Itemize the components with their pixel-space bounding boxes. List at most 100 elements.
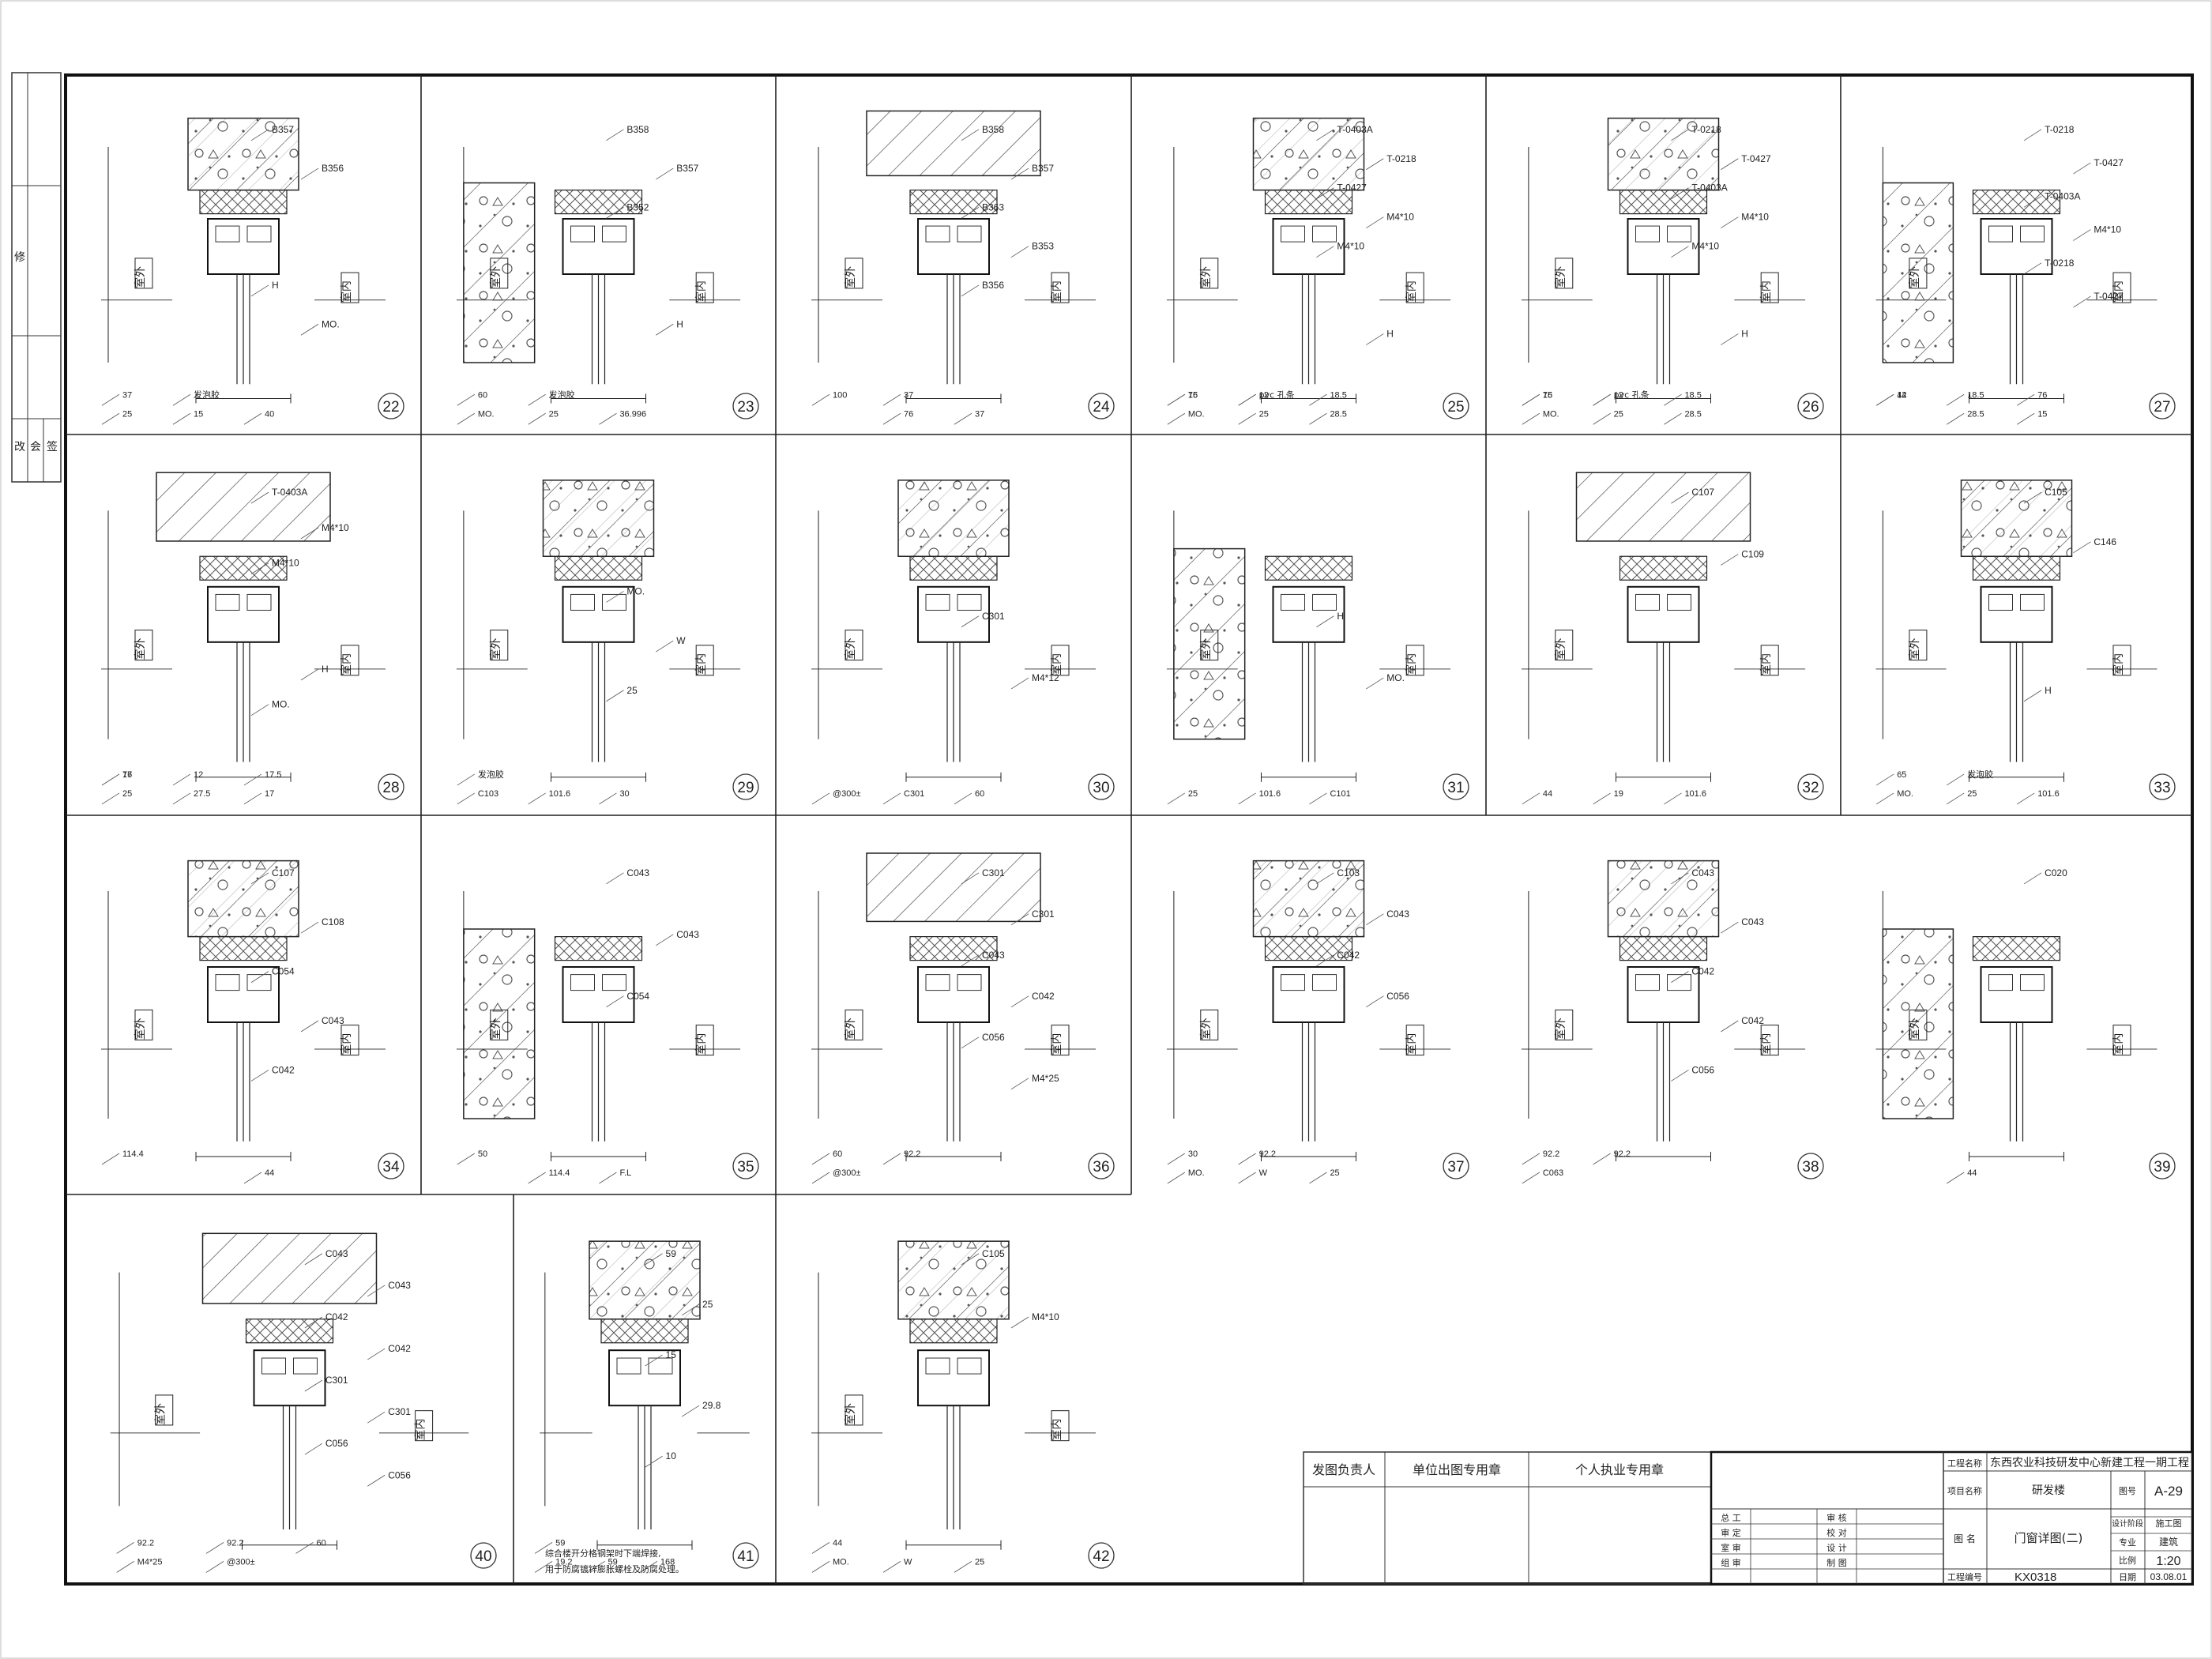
detail-26-side-label: 室外 bbox=[1554, 266, 1567, 288]
detail-23-label: B357 bbox=[676, 163, 698, 174]
detail-22-label: 37 bbox=[122, 390, 132, 400]
detail-number: 41 bbox=[737, 1548, 754, 1565]
detail-29-label: 30 bbox=[619, 789, 629, 799]
detail-41-label: 25 bbox=[702, 1299, 713, 1310]
detail-37-label: C103 bbox=[1337, 867, 1360, 878]
detail-35-label: 50 bbox=[478, 1149, 487, 1159]
detail-28-label: 76 bbox=[122, 770, 132, 780]
detail-37-side-label: 室内 bbox=[1405, 1033, 1418, 1055]
detail-number-circle bbox=[732, 773, 759, 800]
detail-40-label: @300± bbox=[227, 1557, 255, 1567]
detail-26-label: M4*10 bbox=[1741, 212, 1769, 223]
detail-41-label: 59 bbox=[666, 1248, 677, 1259]
detail-24-label: 76 bbox=[904, 409, 913, 419]
detail-42-side-label: 室外 bbox=[844, 1403, 857, 1425]
detail-27-label: 18.5 bbox=[1967, 390, 1984, 400]
detail-22-label: 发泡胶 bbox=[194, 389, 220, 400]
detail-33-side-label: 室内 bbox=[2112, 653, 2125, 675]
detail-31-label: 101.6 bbox=[1259, 789, 1281, 799]
detail-34-label: C043 bbox=[322, 1015, 344, 1026]
detail-26-label: 15 bbox=[1543, 390, 1552, 400]
border-frame bbox=[64, 73, 2194, 1586]
detail-27-label: 15 bbox=[2037, 409, 2047, 419]
sign-label-1a: 总 工 bbox=[1721, 1512, 1741, 1523]
detail-33-label: 25 bbox=[1967, 789, 1977, 799]
detail-40-label: C042 bbox=[388, 1343, 411, 1354]
detail-42-side-label: 室内 bbox=[1050, 1419, 1063, 1441]
detail-42-label: 25 bbox=[975, 1557, 984, 1567]
detail-32-side-label: 室内 bbox=[1759, 653, 1773, 675]
detail-25-side-label: 室内 bbox=[1405, 280, 1418, 303]
detail-25-label: 18.5 bbox=[1330, 390, 1346, 400]
detail-26-label: 25 bbox=[1614, 409, 1623, 419]
detail-24-label: B358 bbox=[982, 124, 1004, 135]
detail-40-label: 92.2 bbox=[227, 1538, 243, 1548]
sign-label-1b: 审 核 bbox=[1826, 1512, 1847, 1523]
detail-42-label: C105 bbox=[982, 1248, 1005, 1259]
detail-number: 36 bbox=[1093, 1159, 1109, 1176]
detail-number-circle bbox=[2149, 773, 2176, 800]
detail-40-label: C301 bbox=[388, 1406, 411, 1417]
detail-32-side-label: 室外 bbox=[1554, 638, 1567, 660]
sign-label-3a: 室 审 bbox=[1721, 1542, 1741, 1553]
detail-28-label: M4*10 bbox=[272, 558, 299, 569]
detail-31-label: H bbox=[1337, 611, 1344, 622]
detail-number-circle bbox=[732, 1153, 759, 1179]
detail-number: 40 bbox=[475, 1548, 491, 1565]
detail-22-label: MO. bbox=[322, 318, 340, 329]
detail-29-label: W bbox=[676, 635, 686, 646]
detail-23-label: B358 bbox=[626, 124, 649, 135]
detail-number: 23 bbox=[737, 399, 754, 416]
detail-27-label: 76 bbox=[2037, 390, 2047, 400]
detail-23-side-label: 室外 bbox=[489, 266, 502, 288]
detail-24-side-label: 室外 bbox=[844, 266, 857, 288]
note-41-line-2: 用于防腐镀锌膨胀螺栓及防腐处理。 bbox=[545, 1563, 684, 1574]
detail-36-label: M4*25 bbox=[1032, 1073, 1059, 1084]
detail-34-label: C107 bbox=[272, 867, 295, 878]
detail-41-label: 29.8 bbox=[702, 1400, 721, 1411]
detail-38-label: C043 bbox=[1741, 916, 1764, 927]
detail-25-label: pvc 孔条 bbox=[1259, 389, 1295, 400]
detail-40-label: C043 bbox=[325, 1248, 348, 1259]
detail-26-side-label: 室内 bbox=[1759, 280, 1773, 303]
detail-36-label: C042 bbox=[1032, 991, 1055, 1002]
detail-37-label: 92.2 bbox=[1259, 1149, 1276, 1159]
detail-28-label: 17.5 bbox=[265, 770, 281, 780]
detail-24-label: B353 bbox=[1032, 241, 1054, 252]
detail-26-label: M4*10 bbox=[1691, 241, 1719, 252]
detail-28-label: 17 bbox=[122, 770, 132, 780]
detail-30-side-label: 室内 bbox=[1050, 653, 1063, 675]
date-label: 日期 bbox=[2119, 1572, 2136, 1582]
drawing-name: 门窗详图(二) bbox=[2014, 1531, 2083, 1545]
detail-30-label: M4*12 bbox=[1032, 672, 1059, 683]
detail-29-side-label: 室内 bbox=[694, 653, 708, 675]
detail-35-label: F.L bbox=[619, 1168, 631, 1178]
detail-number-circle bbox=[1088, 1542, 1115, 1569]
detail-22-label: B357 bbox=[272, 124, 294, 135]
detail-33-label: 101.6 bbox=[2037, 789, 2060, 799]
detail-number: 31 bbox=[1447, 780, 1464, 796]
detail-42-label: 44 bbox=[833, 1538, 842, 1548]
binding-label-4: 签 bbox=[47, 440, 58, 453]
detail-29-label: 发泡胶 bbox=[478, 769, 504, 780]
detail-number: 24 bbox=[1093, 399, 1110, 416]
detail-24-label: B357 bbox=[1032, 163, 1054, 174]
detail-27-label: 28.5 bbox=[1967, 409, 1984, 419]
detail-27-side-label: 室内 bbox=[2112, 280, 2125, 303]
stamp-issuer-label: 发图负责人 bbox=[1312, 1462, 1375, 1477]
detail-32-label: 19 bbox=[1614, 789, 1623, 799]
detail-number: 35 bbox=[737, 1159, 754, 1176]
detail-26-label: 18.5 bbox=[1684, 390, 1701, 400]
detail-23-side-label: 室内 bbox=[694, 280, 708, 303]
scale: 1:20 bbox=[2156, 1555, 2180, 1568]
detail-28-label: 25 bbox=[122, 789, 132, 799]
detail-26-label: pvc 孔条 bbox=[1614, 389, 1650, 400]
detail-number: 25 bbox=[1447, 399, 1464, 416]
detail-41-label: 168 bbox=[660, 1557, 675, 1567]
detail-38-label: C042 bbox=[1741, 1015, 1764, 1026]
detail-40-side-label: 室外 bbox=[154, 1403, 167, 1425]
detail-26-label: T-0218 bbox=[1691, 124, 1721, 135]
